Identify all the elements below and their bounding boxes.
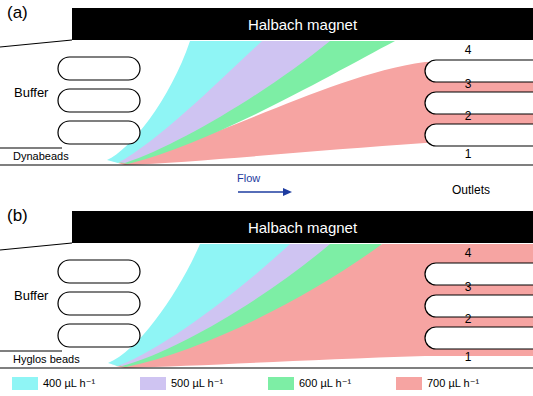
flow-label: Flow [237, 173, 260, 184]
outlet-number: 1 [465, 351, 472, 363]
channel-walls [0, 40, 533, 368]
legend-text: 500 µL h⁻¹ [171, 378, 223, 389]
magnet-label: Halbach magnet [248, 16, 357, 33]
outlet-number: 4 [465, 44, 472, 56]
inlet-label: Buffer [14, 86, 48, 99]
inlet-label: Dynabeads [13, 151, 69, 162]
inlet-label: Hyglos beads [13, 354, 80, 365]
legend-text: 400 µL h⁻¹ [43, 378, 95, 389]
panel-letter: (b) [7, 207, 28, 224]
outlet-number: 2 [465, 313, 472, 325]
outlet-number: 3 [465, 78, 472, 90]
flow-arrow [238, 188, 292, 196]
legend-text: 700 µL h⁻¹ [427, 378, 479, 389]
outlet-label: Outlets [452, 184, 490, 196]
legend-text: 600 µL h⁻¹ [299, 378, 351, 389]
panel-letter: (a) [7, 4, 28, 21]
legend-swatch [140, 377, 166, 390]
outlet-number: 1 [465, 148, 472, 160]
legend-swatch [396, 377, 422, 390]
inlet-label: Buffer [14, 289, 48, 302]
magnet-label: Halbach magnet [248, 219, 357, 236]
magnet-bar: Halbach magnet [72, 211, 533, 243]
outlet-number: 2 [465, 110, 472, 122]
legend-swatch [12, 377, 38, 390]
magnet-bar: Halbach magnet [72, 8, 533, 40]
outlet-number: 3 [465, 281, 472, 293]
legend-swatch [268, 377, 294, 390]
outlet-number: 4 [465, 247, 472, 259]
